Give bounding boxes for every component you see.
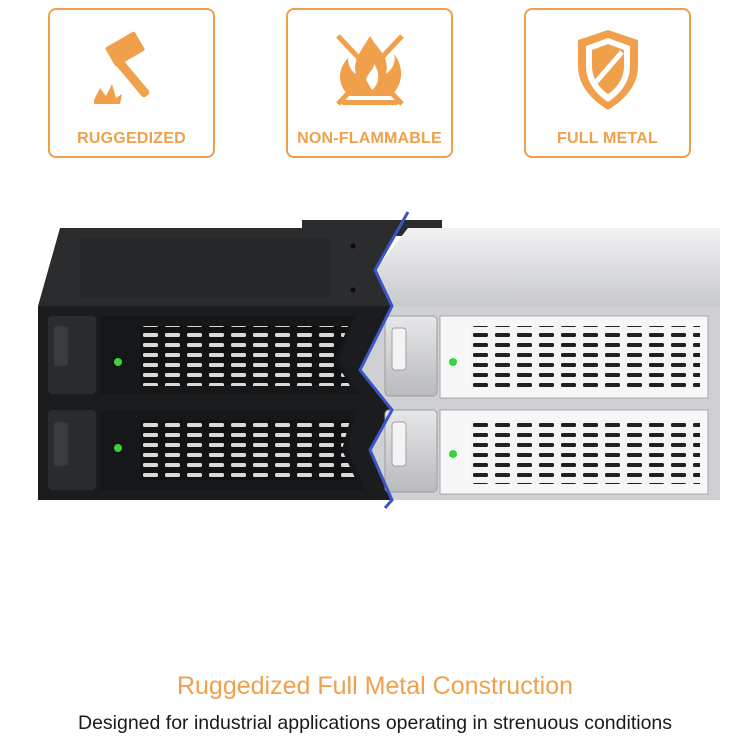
- shield-icon: [526, 24, 689, 116]
- hammer-icon: [50, 24, 213, 116]
- led-indicator: [449, 450, 457, 458]
- feature-label: RUGGEDIZED: [77, 130, 186, 147]
- led-indicator: [449, 358, 457, 366]
- drive-enclosure-image: [38, 211, 720, 509]
- enclosure-top-silver: [375, 228, 720, 306]
- feature-card-full-metal: FULL METAL: [524, 8, 691, 158]
- subline: Designed for industrial applications ope…: [77, 712, 673, 734]
- feature-card-ruggedized: RUGGEDIZED: [48, 8, 215, 158]
- led-indicator: [114, 444, 122, 452]
- led-indicator: [114, 358, 122, 366]
- feature-label: NON-FLAMMABLE: [297, 130, 442, 147]
- no-fire-icon: [288, 24, 451, 116]
- headline: Ruggedized Full Metal Construction: [176, 672, 574, 700]
- split-line: [358, 211, 410, 509]
- feature-label: FULL METAL: [557, 130, 658, 147]
- feature-card-non-flammable: NON-FLAMMABLE: [286, 8, 453, 158]
